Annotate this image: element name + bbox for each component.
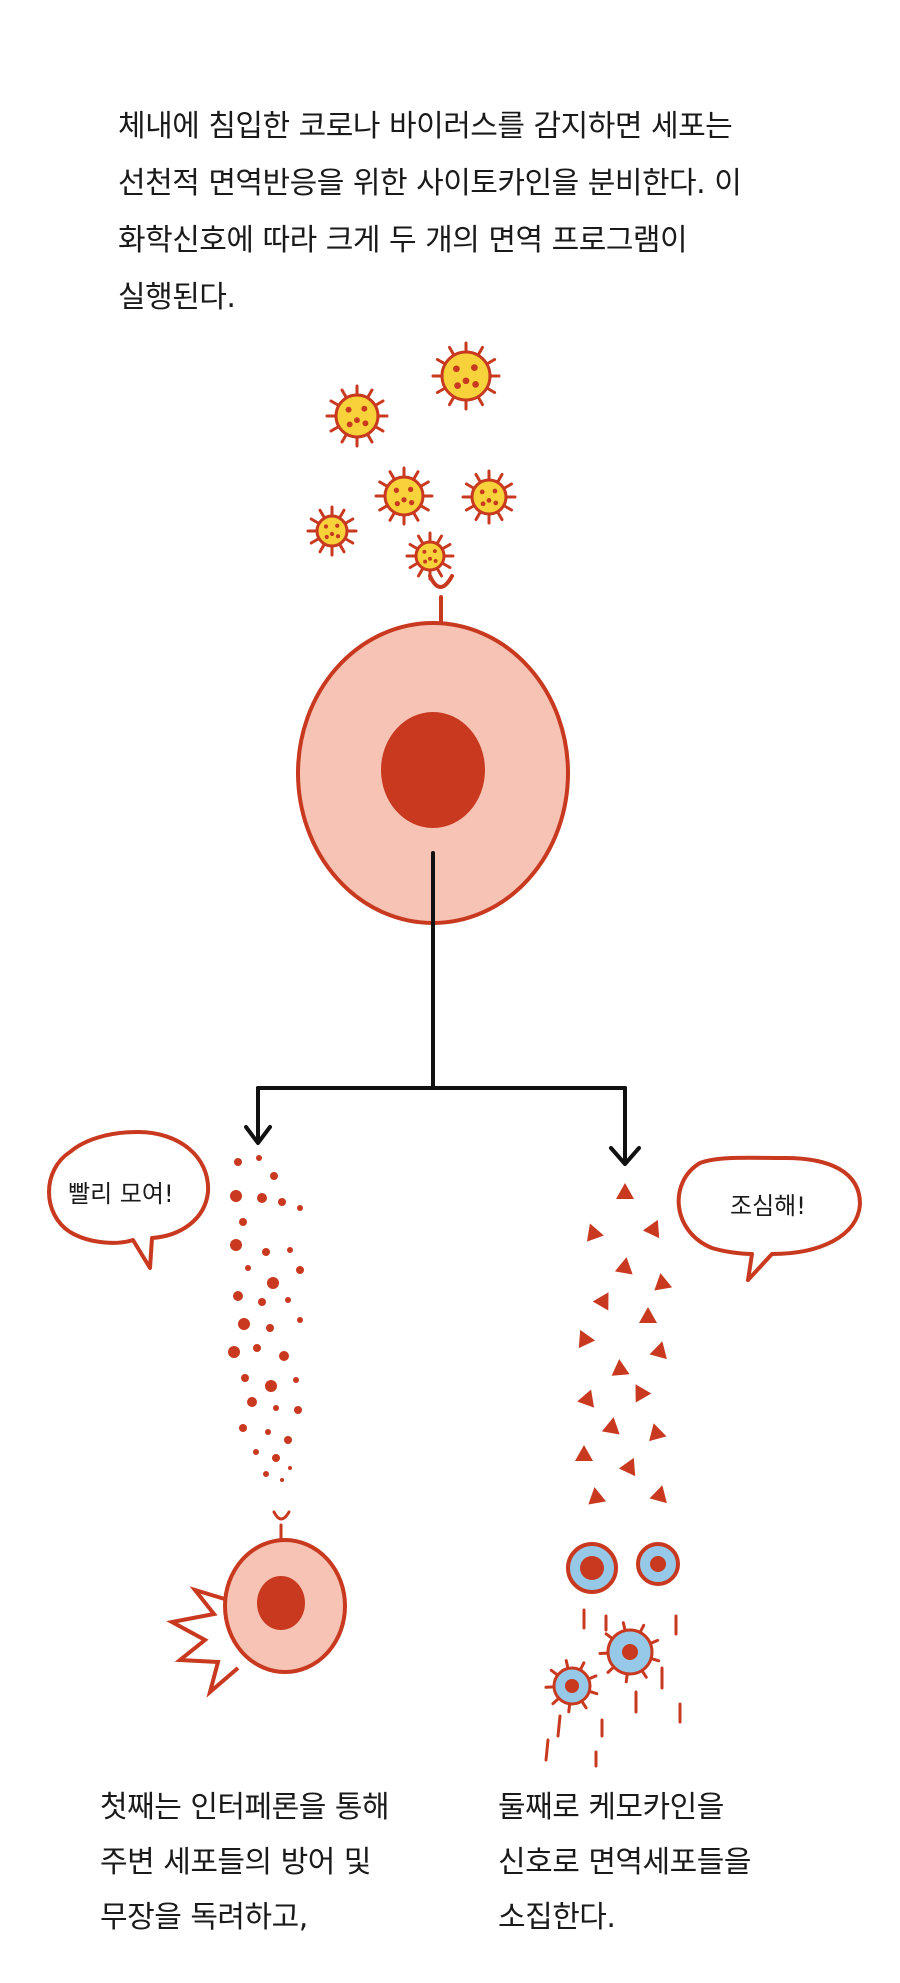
immune-cell-icon (566, 1542, 618, 1594)
virus-icon (325, 384, 389, 448)
immune-cells (544, 1542, 680, 1714)
caption-right: 둘째로 케모카인을 신호로 면역세포들을 소집한다. (498, 1780, 751, 1945)
motion-lines (544, 1608, 682, 1768)
branch-arrow (244, 851, 641, 1166)
intro-text: 체내에 침입한 코로나 바이러스를 감지하면 세포는 선천적 면역반응을 위한 … (118, 98, 818, 326)
virus-icon (306, 505, 358, 557)
defense-spike-icon (166, 1586, 240, 1698)
virus-icon (431, 341, 501, 411)
virus-icon (405, 531, 455, 581)
responding-cell (166, 1538, 347, 1698)
immune-cell-icon (636, 1542, 680, 1586)
caption-line: 신호로 면역세포들을 (498, 1845, 751, 1880)
intro-line: 선천적 면역반응을 위한 사이토카인을 분비한다. 이 (118, 166, 742, 201)
virus-icon (461, 469, 517, 525)
interferon-dots (228, 1155, 304, 1482)
intro-line: 체내에 침입한 코로나 바이러스를 감지하면 세포는 (118, 109, 733, 144)
virus-group (306, 341, 517, 581)
speech-bubble-right (676, 1155, 862, 1282)
intro-line: 실행된다. (118, 280, 236, 315)
chemokine-triangles (575, 1183, 673, 1505)
caption-left: 첫째는 인터페론을 통해 주변 세포들의 방어 및 무장을 독려하고, (100, 1780, 390, 1945)
caption-line: 무장을 독려하고, (100, 1900, 308, 1935)
speech-bubble-left-text: 빨리 모여! (68, 1180, 174, 1208)
infected-cell (296, 621, 570, 925)
speech-bubble-right-text: 조심해! (730, 1192, 806, 1220)
speech-bubble-left (47, 1130, 211, 1270)
small-receptor-icon (272, 1510, 291, 1540)
virus-icon (374, 466, 434, 526)
caption-line: 둘째로 케모카인을 (498, 1790, 724, 1825)
caption-line: 소집한다. (498, 1900, 616, 1935)
nucleus (257, 1576, 305, 1630)
activated-immune-cell-icon (598, 1621, 661, 1684)
intro-line: 화학신호에 따라 크게 두 개의 면역 프로그램이 (118, 223, 688, 258)
activated-immune-cell-icon (544, 1659, 599, 1714)
nucleus (381, 712, 485, 828)
caption-line: 첫째는 인터페론을 통해 (100, 1790, 390, 1825)
caption-line: 주변 세포들의 방어 및 (100, 1845, 372, 1880)
receptor-icon (428, 574, 454, 627)
